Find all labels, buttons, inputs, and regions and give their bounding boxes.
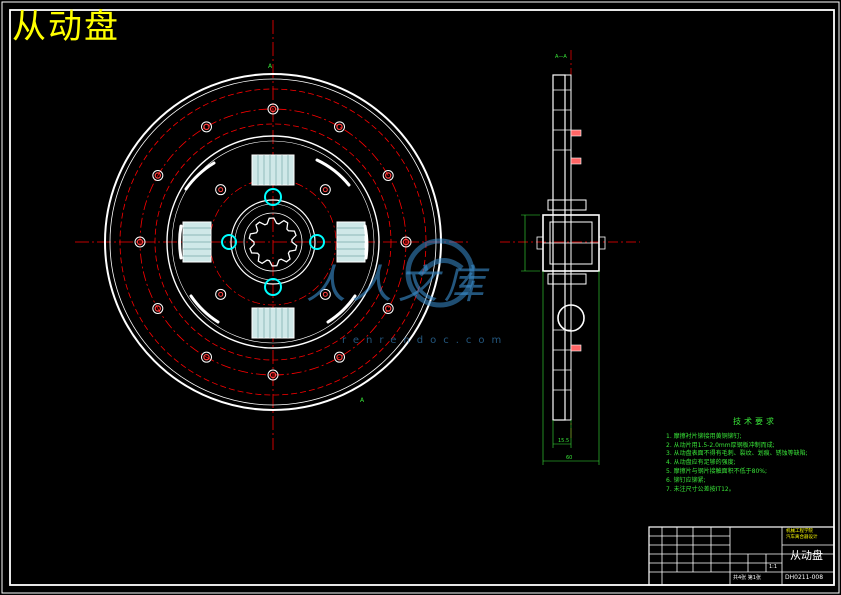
tb-drawing-no: DH0211-008 (785, 574, 824, 581)
rivet-hole (334, 121, 345, 133)
section-spring-cap-top (547, 199, 587, 211)
technical-requirements: 技术要求 1. 摩擦衬片铆接用黄铜铆钉; 2. 从动片用1.5-2.0mm厚钢板… (666, 417, 834, 494)
rivet-core (154, 172, 162, 179)
friction-ring-inner (154, 123, 392, 361)
spline-hub (243, 212, 303, 272)
section-label: A—A (555, 54, 567, 60)
tech-item: 1. 摩擦衬片铆接用黄铜铆钉; (666, 432, 742, 440)
section-rivet-1 (570, 129, 582, 137)
section-spring-cap-bottom (547, 273, 587, 285)
friction-plate-left (552, 74, 566, 421)
section-view: A—A (500, 50, 640, 465)
inner-rivet-hole (319, 184, 331, 196)
drawing-title: 从动盘 (12, 7, 120, 47)
inner-rivet-hole (215, 184, 227, 196)
rivet-hole (382, 170, 394, 181)
rivet-core (384, 172, 392, 179)
tb-school-line: 机械工程学院 (786, 529, 813, 534)
watermark-text: 人人文库 (306, 262, 490, 308)
section-dimensions (521, 214, 600, 465)
rivet-hole (267, 103, 279, 115)
stop-pin-holes (221, 188, 325, 296)
rivet-hole (334, 351, 345, 363)
hub-plate-edge (166, 135, 380, 349)
watermark-logo-swoosh (418, 258, 464, 277)
rivet-core (154, 305, 162, 312)
inner-rivet-core (322, 291, 328, 297)
inner-rivet-core (218, 187, 224, 193)
tech-item: 6. 铆钉应铆紧; (666, 476, 706, 484)
title-block (648, 526, 835, 586)
rivet-hole (134, 236, 146, 248)
rivet-core (136, 238, 144, 246)
tb-sheet: 共4张 第1张 (733, 575, 761, 581)
drawing-frame (9, 9, 835, 586)
cut-label-top: A (268, 63, 273, 70)
rivet-hole (152, 303, 164, 314)
rivet-core (384, 305, 392, 312)
damper-spring-left (182, 221, 212, 263)
spline-profile (248, 217, 298, 267)
section-rivet-3 (570, 344, 582, 352)
section-hub-step-right (598, 236, 606, 250)
rivet-hole (152, 170, 164, 181)
rivet-hole (201, 351, 212, 363)
rivet-core (336, 353, 343, 361)
rivet-hole (267, 369, 279, 381)
watermark-url: renrendoc.com (342, 335, 508, 346)
spline-outer-circle (243, 212, 303, 272)
inner-rivet-hole (215, 288, 227, 300)
tb-project-line: 汽车离合器设计 (786, 535, 818, 540)
rivet-hole (201, 121, 212, 133)
rivet-core (203, 353, 210, 361)
friction-plate-right (564, 74, 572, 421)
damper-spring-bottom (251, 307, 295, 339)
inner-rivet-core (322, 187, 328, 193)
tb-school: 机械工程学院 汽车离合器设计 (786, 529, 818, 541)
rivet-hole (382, 303, 394, 314)
rivet-core (269, 371, 277, 379)
outer-rivet-holes (134, 103, 412, 381)
dim-hub-length: 60 (566, 455, 572, 461)
tech-item: 2. 从动片用1.5-2.0mm厚钢板冲制而成; (666, 441, 775, 449)
section-lower-ring (557, 304, 585, 332)
front-view: A A (75, 20, 470, 450)
damper-spring-right (336, 221, 366, 263)
hub-flange-edge (230, 199, 316, 285)
tb-part-name: 从动盘 (790, 549, 823, 562)
spring-window-arcs (178, 158, 369, 324)
section-rivet-2 (570, 157, 582, 165)
tb-scale: 1:1 (769, 564, 778, 570)
rivet-core (402, 238, 410, 246)
inner-rivet-core (218, 291, 224, 297)
damper-spring-top (251, 154, 295, 186)
tech-title: 技术要求 (733, 417, 777, 426)
hub-plate-inner-edge (171, 140, 375, 344)
rivet-pitch-circle (139, 108, 407, 376)
rivet-core (203, 123, 210, 131)
inner-rivet-hole (319, 288, 331, 300)
inner-rivet-holes (215, 184, 331, 300)
friction-plate-ticks (553, 89, 571, 391)
tech-item: 5. 摩擦片与钢片接触面积不低于80%; (666, 467, 767, 475)
tech-item: 7. 未注尺寸公差按IT12。 (666, 485, 735, 493)
section-hub-step-left (536, 236, 544, 250)
watermark-logo-ring (405, 238, 475, 308)
rivet-hole (400, 236, 412, 248)
tech-item: 3. 从动盘表面不得有毛刺、裂纹、划痕、锈蚀等缺陷; (666, 450, 808, 458)
watermark (405, 238, 475, 308)
cut-label-bottom: A (360, 397, 365, 404)
tech-item: 4. 从动盘应有足够的强度; (666, 459, 736, 467)
dim-thickness: 15.5 (558, 438, 569, 444)
rivet-core (336, 123, 343, 131)
rivet-core (269, 105, 277, 113)
